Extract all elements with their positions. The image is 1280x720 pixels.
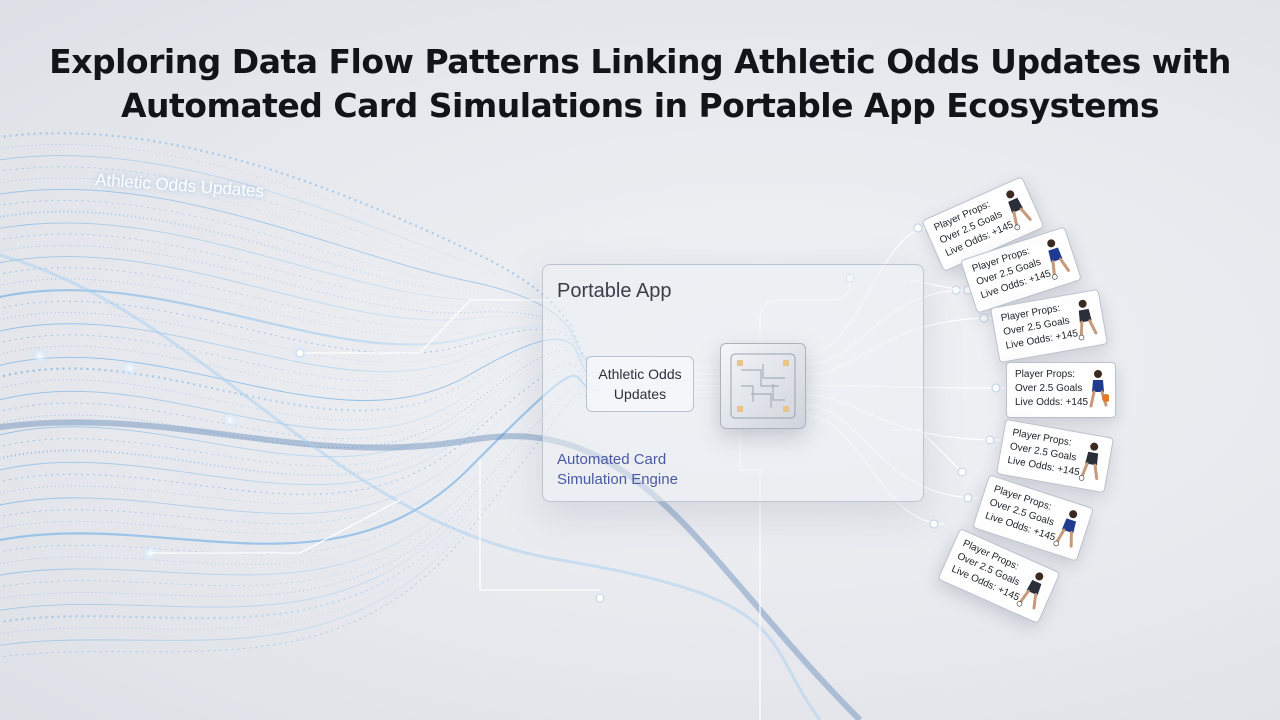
soccer-player-icon: [1078, 442, 1099, 481]
data-stream-line: [0, 210, 601, 368]
app-lower-trace: [479, 460, 600, 591]
data-stream-line: [0, 312, 601, 375]
data-stream-line: [0, 349, 601, 449]
data-stream-line: [0, 177, 601, 365]
data-stream-wave: [0, 419, 863, 720]
card-market: Over 2.5 Goals: [1015, 383, 1083, 394]
stream-to-app-trace: [300, 299, 560, 354]
soccer-player-icon: [1016, 572, 1044, 610]
data-stream-line: [0, 390, 601, 635]
card-title: Player Props:: [1015, 369, 1076, 380]
odds-box-line-2: Updates: [613, 386, 667, 402]
data-stream-line: [0, 374, 601, 545]
data-stream-line: [0, 132, 601, 363]
data-stream-line: [0, 393, 601, 658]
page-title-line-2: Automated Card Simulations in Portable A…: [121, 86, 1160, 125]
connector-node: [929, 519, 939, 529]
connector-node: [595, 593, 605, 603]
data-stream-line: [0, 300, 601, 375]
connector-node: [295, 348, 305, 358]
data-stream-line: [0, 388, 601, 623]
data-stream-line: [0, 373, 601, 534]
chip-circuit-icon: [730, 353, 796, 419]
soccer-player-icon: [1006, 190, 1032, 231]
connector-node: [985, 435, 995, 445]
data-stream-wave: [0, 253, 822, 720]
data-stream-line: [0, 155, 601, 364]
stream-node-glow: [221, 411, 239, 429]
stream-node-glow: [121, 359, 139, 377]
data-stream-line: [0, 391, 601, 646]
processor-chip-icon: [720, 343, 806, 429]
connector-node: [979, 313, 989, 323]
connector-node: [957, 467, 967, 477]
card-simulation-engine-label: Automated Card Simulation Engine: [557, 450, 678, 490]
soccer-player-icon: [1053, 510, 1078, 548]
data-stream-line: [0, 337, 601, 392]
data-stream-line: [0, 383, 601, 588]
data-stream-line: [0, 355, 601, 467]
data-stream-line: [0, 377, 601, 555]
soccer-player-icon: [1078, 299, 1098, 341]
engine-label-line-1: Automated Card: [557, 451, 667, 468]
portable-app-title: Portable App: [557, 280, 672, 302]
stream-lower-trace: [150, 499, 401, 554]
engine-label-line-2: Simulation Engine: [557, 471, 678, 488]
stream-node-glow: [31, 347, 49, 365]
odds-box-line-1: Athletic Odds: [598, 366, 682, 382]
data-stream-line: [0, 188, 601, 366]
data-stream-line: [0, 267, 601, 372]
basketball-player-icon: [1089, 370, 1109, 408]
connector-node: [991, 383, 1001, 393]
athletic-odds-updates-box: Athletic Odds Updates: [586, 356, 694, 412]
soccer-player-icon: [1047, 239, 1070, 280]
data-stream-line: [0, 385, 601, 599]
connector-node: [963, 493, 973, 503]
card-odds: Live Odds: +145: [1015, 397, 1089, 408]
page-title-line-1: Exploring Data Flow Patterns Linking Ath…: [49, 42, 1231, 81]
connector-node: [913, 223, 923, 233]
